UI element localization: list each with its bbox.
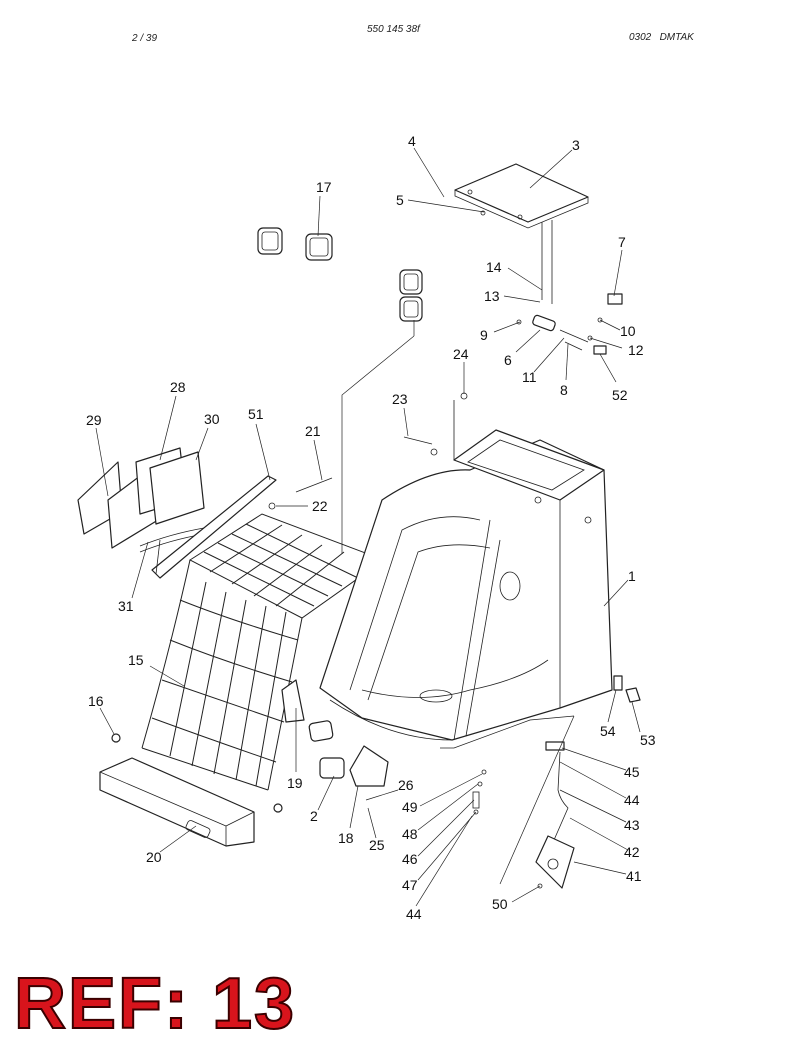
callout-24: 24: [453, 346, 469, 362]
part-bumper: [99, 733, 283, 847]
callout-47: 47: [402, 877, 418, 893]
document-number: 550 145 38f: [367, 24, 420, 35]
page-number: 2 / 39: [132, 33, 158, 44]
callout-51: 51: [248, 406, 264, 422]
leader-lines: [95, 147, 641, 907]
callout-45: 45: [624, 764, 640, 780]
revision-code: 0302 DMTAK: [629, 32, 694, 43]
callout-7: 7: [618, 234, 626, 250]
callout-21: 21: [305, 423, 321, 439]
callout-14: 14: [486, 259, 502, 275]
callout-49: 49: [402, 799, 418, 815]
part-work-lamps: [257, 227, 423, 322]
callout-11: 11: [522, 369, 537, 385]
callout-16: 16: [88, 693, 104, 709]
callout-53: 53: [640, 732, 656, 748]
callout-46: 46: [402, 851, 418, 867]
callout-25: 25: [369, 837, 385, 853]
callout-13: 13: [484, 288, 500, 304]
callout-23: 23: [392, 391, 408, 407]
callout-8: 8: [560, 382, 568, 398]
callout-3: 3: [572, 137, 580, 153]
callout-5: 5: [396, 192, 404, 208]
callout-15: 15: [128, 652, 144, 668]
part-roof-hardware: [403, 293, 623, 445]
callout-52: 52: [612, 387, 628, 403]
part-rails: [151, 475, 333, 579]
callout-18: 18: [338, 830, 354, 846]
callout-29: 29: [86, 412, 102, 428]
callout-4: 4: [408, 133, 416, 149]
callout-19: 19: [287, 775, 303, 791]
callout-10: 10: [620, 323, 636, 339]
callout-20: 20: [146, 849, 162, 865]
callout-22: 22: [312, 498, 328, 514]
callout-labels: 4 3 17 5 7 14 13 9 10 6 12 24 11 8 52 28…: [86, 133, 656, 922]
part-roof-panel: [454, 163, 589, 304]
part-mirror-assembly: [472, 675, 641, 889]
callout-12: 12: [628, 342, 644, 358]
callout-50: 50: [492, 896, 508, 912]
callout-30: 30: [204, 411, 220, 427]
callout-26: 26: [398, 777, 414, 793]
callout-44-bottom: 44: [406, 906, 422, 922]
callout-2: 2: [310, 808, 318, 824]
callout-41: 41: [626, 868, 642, 884]
part-side-panels: [77, 447, 205, 553]
callout-9: 9: [480, 327, 488, 343]
callout-54: 54: [600, 723, 616, 739]
callout-43: 43: [624, 817, 640, 833]
callout-6: 6: [504, 352, 512, 368]
callout-48: 48: [402, 826, 418, 842]
callout-44-top: 44: [624, 792, 640, 808]
part-lamp-brackets: [281, 679, 389, 787]
part-cab-frame: [319, 400, 613, 741]
callout-42: 42: [624, 844, 640, 860]
reference-label: REF: 13: [13, 964, 297, 1044]
callout-28: 28: [170, 379, 186, 395]
callout-17: 17: [316, 179, 332, 195]
callout-1: 1: [628, 568, 636, 584]
callout-31: 31: [118, 598, 134, 614]
